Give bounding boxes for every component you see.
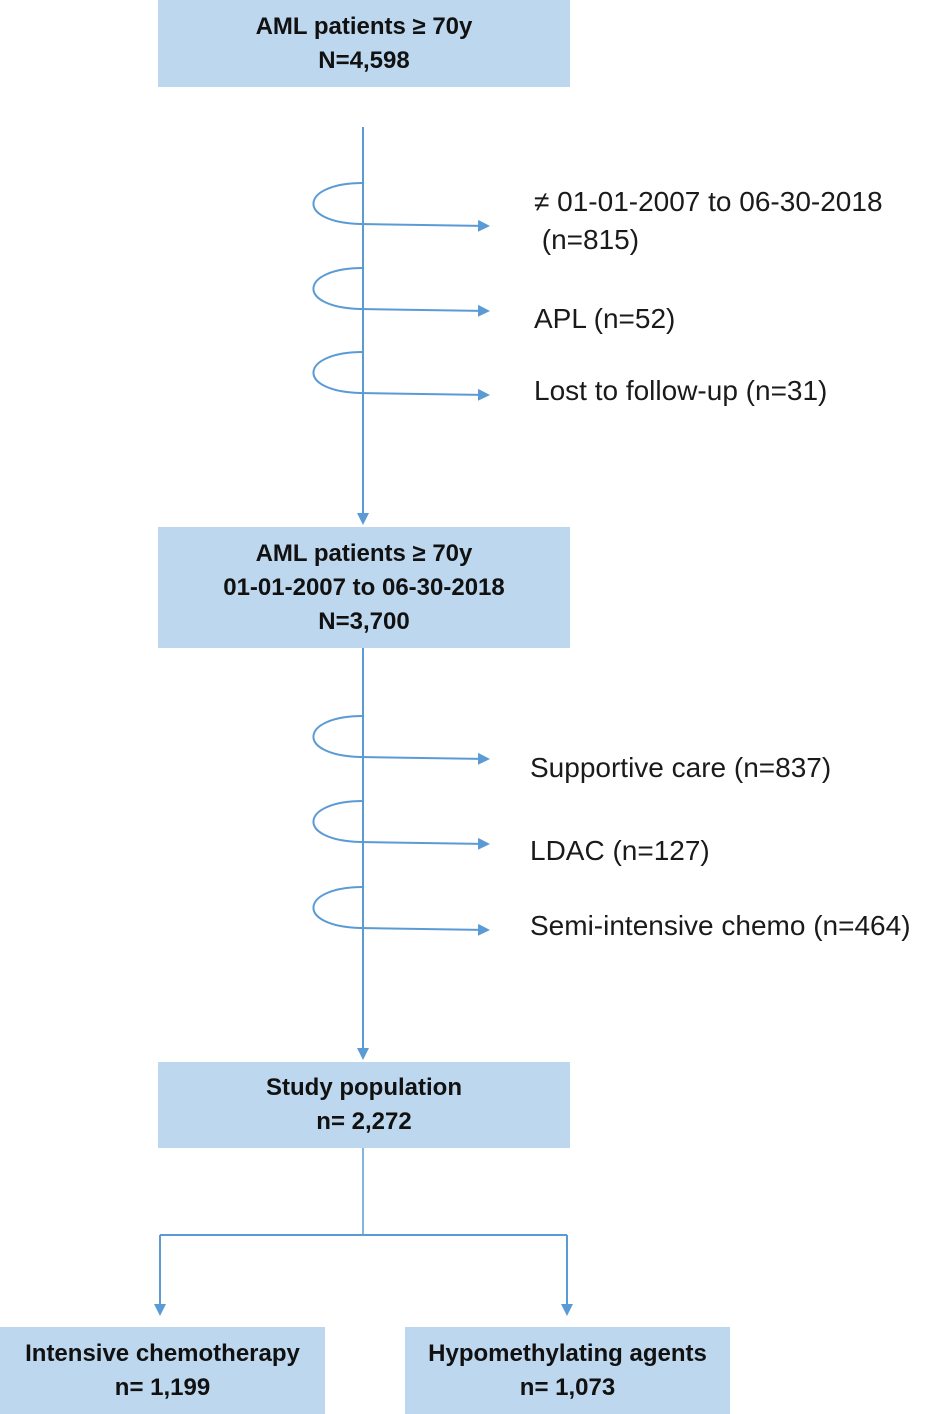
exclusion-label: Semi-intensive chemo (n=464) [530, 910, 911, 941]
exclusion-curl-arrow [312, 267, 490, 317]
exclusion-ldac: LDAC (n=127) [530, 832, 710, 870]
box-intensive-chemotherapy: Intensive chemotherapy n= 1,199 [0, 1327, 325, 1414]
exclusion-count: (n=815) [534, 224, 640, 255]
exclusion-curl-arrow [312, 182, 490, 232]
exclusion-label: Supportive care (n=837) [530, 752, 832, 783]
exclusion-label: LDAC (n=127) [530, 835, 710, 866]
box-line: N=3,700 [318, 607, 410, 635]
exclusion-curl-arrow [312, 715, 490, 765]
exclusion-label: Lost to follow-up (n=31) [534, 375, 828, 406]
box-line: N=4,598 [318, 46, 410, 74]
exclusion-curl-arrow [312, 351, 490, 401]
exclusion-label: APL (n=52) [534, 303, 676, 334]
exclusion-lost-follow-up: Lost to follow-up (n=31) [534, 372, 827, 410]
box-line: n= 2,272 [316, 1108, 412, 1135]
box-line: Hypomethylating agents [428, 1339, 707, 1367]
exclusion-curl-arrow [312, 886, 490, 936]
exclusion-label: ≠ 01-01-2007 to 06-30-2018 [534, 186, 883, 217]
exclusion-date-range: ≠ 01-01-2007 to 06-30-2018 (n=815) [534, 183, 883, 259]
exclusion-apl: APL (n=52) [534, 300, 675, 338]
box-line: Study population [266, 1074, 462, 1101]
box-line: AML patients ≥ 70y [255, 12, 473, 40]
box-aml-patients-total: AML patients ≥ 70y N=4,598 [158, 0, 570, 87]
box-line: AML patients ≥ 70y [255, 539, 473, 567]
box-line: Intensive chemotherapy [25, 1339, 300, 1367]
box-hypomethylating-agents: Hypomethylating agents n= 1,073 [405, 1327, 730, 1414]
box-study-population: Study population n= 2,272 [158, 1062, 570, 1148]
exclusion-curl-arrow [312, 800, 490, 850]
box-line: 01-01-2007 to 06-30-2018 [223, 573, 505, 601]
box-aml-patients-period: AML patients ≥ 70y 01-01-2007 to 06-30-2… [158, 527, 570, 648]
exclusion-supportive-care: Supportive care (n=837) [530, 749, 831, 787]
box-line: n= 1,073 [519, 1373, 616, 1401]
exclusion-semi-intensive-chemo: Semi-intensive chemo (n=464) [530, 907, 911, 945]
box-line: n= 1,199 [114, 1373, 211, 1401]
